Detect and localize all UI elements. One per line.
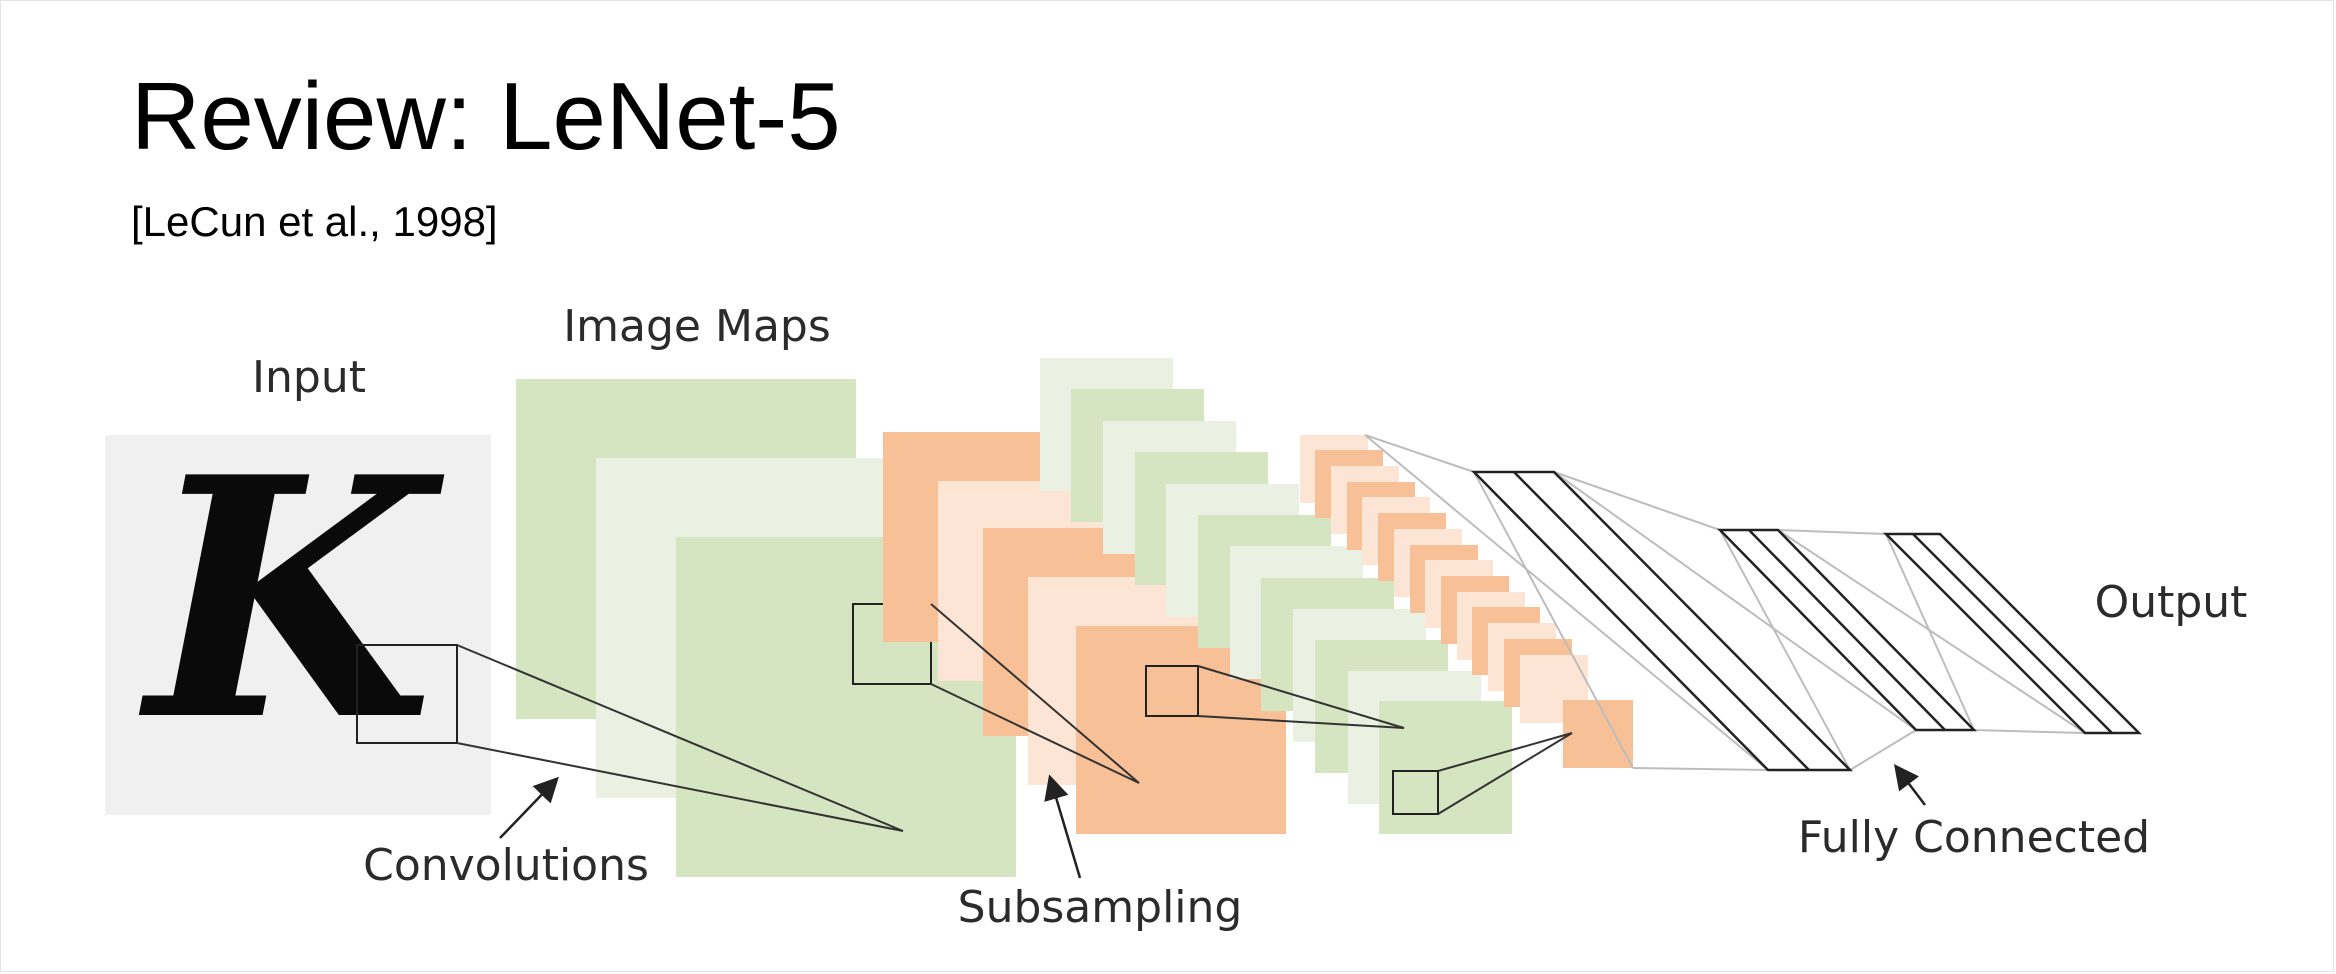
c3-receptive-field — [1392, 770, 1439, 815]
subsampling-arrow — [1044, 774, 1082, 879]
projection-line — [1197, 665, 1405, 729]
pool-receptive-field — [1145, 665, 1199, 717]
slide-citation: [LeCun et al., 1998] — [131, 198, 498, 245]
projection-line — [1437, 732, 1573, 772]
projection-line — [456, 644, 904, 832]
fc-connections — [1364, 434, 2086, 771]
s4-map — [1563, 700, 1633, 768]
output-layer — [1882, 532, 2143, 735]
label-output: Output — [2095, 577, 2248, 628]
projection-line — [930, 603, 1140, 784]
projection-line — [930, 683, 1140, 784]
convolutions-arrow — [499, 776, 559, 839]
fc-layer-2 — [1717, 528, 1977, 732]
fc-layer-1 — [1471, 470, 1854, 772]
fc-divider — [1912, 533, 2113, 734]
fc-divider — [1748, 529, 1946, 731]
label-input: Input — [252, 352, 366, 403]
c3-map — [1379, 701, 1512, 834]
fully-connected-arrow — [1893, 764, 1926, 806]
label-image-maps: Image Maps — [563, 301, 831, 352]
projection-line — [456, 742, 904, 832]
input-image — [105, 435, 491, 815]
projection-line — [1437, 732, 1573, 815]
projection-line — [1197, 715, 1405, 729]
input-glyph: K — [136, 405, 445, 793]
label-fully-connected: Fully Connected — [1798, 812, 2150, 863]
label-convolutions: Convolutions — [363, 840, 649, 891]
fc-divider — [1513, 471, 1810, 771]
input-receptive-field — [356, 644, 458, 744]
slide-title: Review: LeNet-5 — [131, 63, 841, 170]
label-subsampling: Subsampling — [958, 882, 1243, 933]
